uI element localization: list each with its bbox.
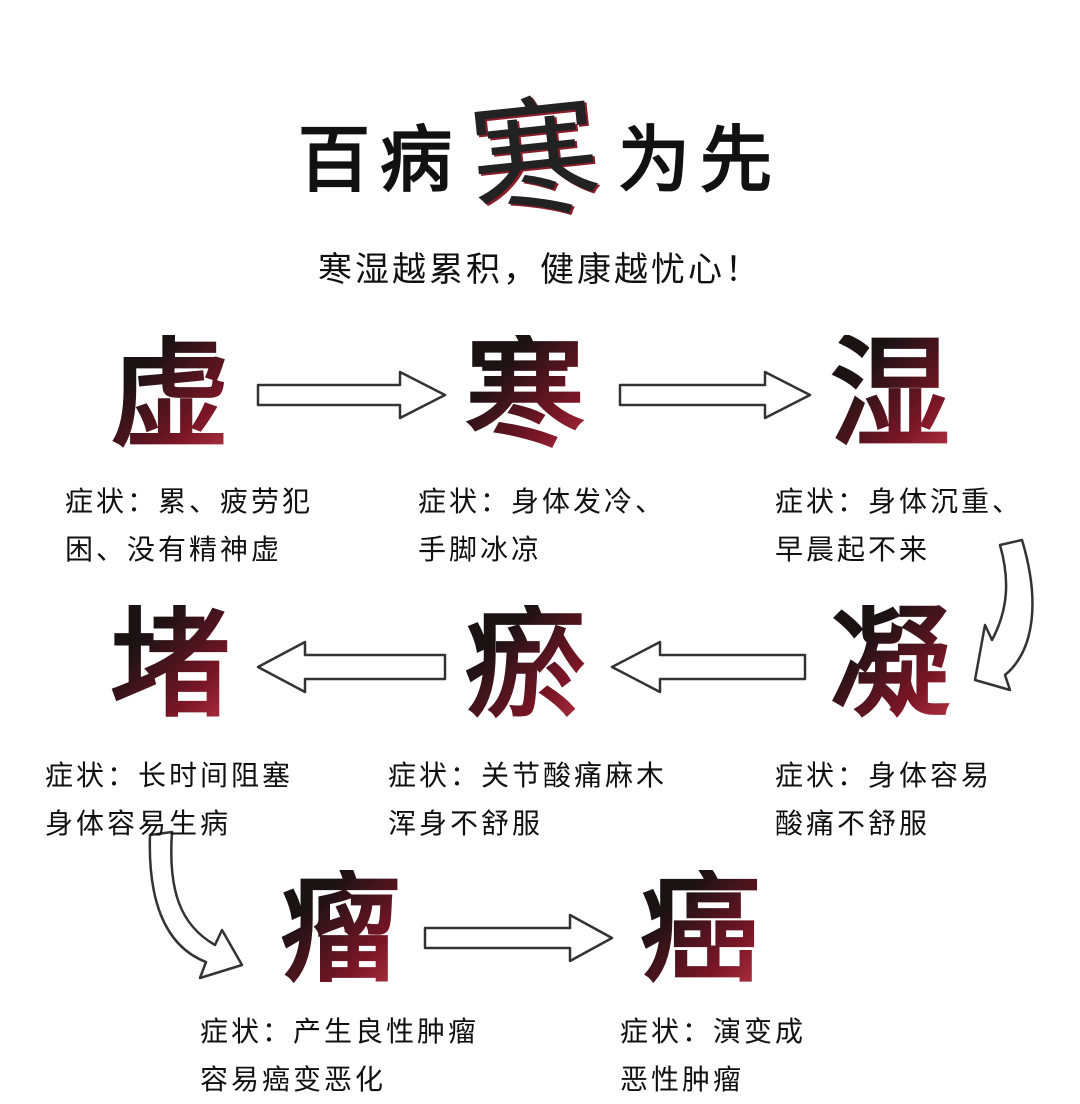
- symptom-line: 症状：关节酸痛麻木: [388, 759, 668, 792]
- arrow-right-icon: [423, 913, 614, 963]
- symptom-ai: 症状：演变成恶性肿瘤: [620, 1008, 806, 1104]
- symptom-line: 症状：长时间阻塞: [45, 759, 294, 792]
- stage-han: 寒: [450, 335, 600, 455]
- stage-ai: 癌: [625, 870, 775, 990]
- subtitle: 寒湿越累积，健康越忧心！: [318, 250, 762, 290]
- stage-ning: 凝: [815, 605, 965, 725]
- symptom-line: 容易癌变恶化: [200, 1063, 387, 1096]
- symptom-line: 症状：身体沉重、: [775, 485, 1024, 518]
- stage-yu: 瘀: [450, 605, 600, 725]
- symptom-xu: 症状：累、疲劳犯困、没有精神虚: [65, 478, 313, 574]
- arrow-left-icon: [256, 640, 447, 694]
- symptom-line: 症状：演变成: [620, 1015, 807, 1048]
- symptom-line: 症状：产生良性肿瘤: [200, 1015, 480, 1048]
- symptom-line: 身体容易生病: [45, 807, 232, 840]
- symptom-line: 手脚冰凉: [418, 533, 543, 566]
- symptom-han: 症状：身体发冷、手脚冰凉: [418, 478, 666, 574]
- symptom-line: 症状：身体发冷、: [418, 485, 667, 518]
- symptom-liu: 症状：产生良性肿瘤容易癌变恶化: [200, 1008, 479, 1104]
- title-after: 为先: [618, 118, 783, 202]
- symptom-line: 恶性肿瘤: [620, 1063, 745, 1096]
- symptom-line: 浑身不舒服: [388, 807, 544, 840]
- stage-xu: 虚: [95, 335, 245, 455]
- symptom-line: 困、没有精神虚: [65, 533, 283, 566]
- arrow-right-icon: [256, 370, 447, 420]
- arrow-right-icon: [618, 370, 812, 420]
- stage-liu: 瘤: [265, 870, 415, 990]
- curved-arrow-down-icon: [973, 538, 1034, 692]
- title: 百病寒为先: [0, 77, 1080, 243]
- arrow-left-icon: [610, 640, 807, 694]
- symptom-yu: 症状：关节酸痛麻木浑身不舒服: [388, 752, 667, 848]
- stage-shi: 湿: [815, 335, 965, 455]
- symptom-ning: 症状：身体容易酸痛不舒服: [775, 752, 992, 848]
- title-before: 百病: [297, 118, 462, 202]
- symptom-shi: 症状：身体沉重、早晨起不来: [775, 478, 1023, 574]
- symptom-line: 早晨起不来: [775, 533, 931, 566]
- curved-arrow-down-icon: [148, 830, 244, 980]
- symptom-line: 酸痛不舒服: [775, 807, 931, 840]
- symptom-line: 症状：累、疲劳犯: [65, 485, 314, 518]
- stage-du: 堵: [95, 605, 245, 725]
- symptom-du: 症状：长时间阻塞身体容易生病: [45, 752, 293, 848]
- symptom-line: 症状：身体容易: [775, 759, 993, 792]
